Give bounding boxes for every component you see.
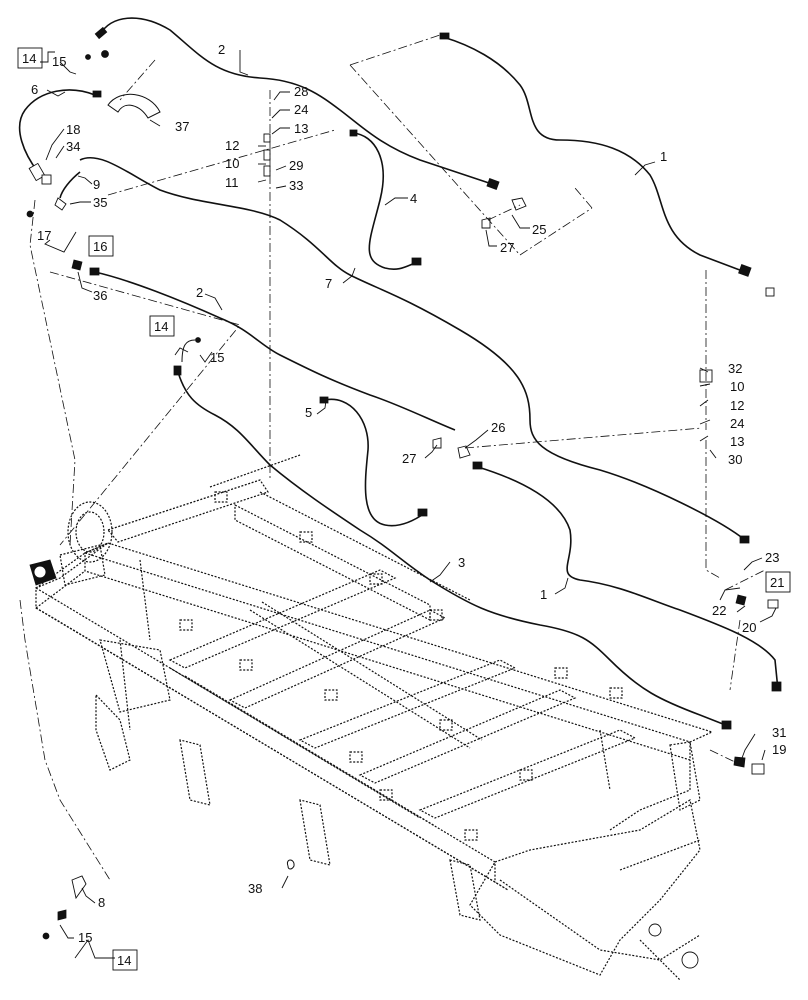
callout-19: 19 [772,742,786,757]
callout-37: 37 [175,119,189,134]
callout-22: 22 [712,603,726,618]
callout-12-upper: 12 [225,138,239,153]
callout-32: 32 [728,361,742,376]
hose-2-lower [94,271,456,431]
leader-lines [40,50,777,959]
hose-3 [177,371,729,727]
callout-36: 36 [93,288,107,303]
hose-7 [79,157,746,541]
callout-29: 29 [289,158,303,173]
callout-12-right: 12 [730,398,744,413]
callout-1-upper: 1 [660,149,667,164]
callout-24-upper: 24 [294,102,308,117]
ref-box-14-top: 14 [22,51,36,66]
callout-30: 30 [728,452,742,467]
boxed-references: 14 16 14 21 14 [17,47,791,971]
hose-5 [324,398,426,527]
callout-20: 20 [742,620,756,635]
callout-1-lower: 1 [540,587,547,602]
ref-box-16: 16 [93,239,107,254]
hose-1-upper [442,36,746,273]
hose-2-upper [99,17,496,186]
callout-17: 17 [37,228,51,243]
callout-5: 5 [305,405,312,420]
callout-28: 28 [294,84,308,99]
callout-4: 4 [410,191,417,206]
callout-7: 7 [325,276,332,291]
callout-13-upper: 13 [294,121,308,136]
part-38 [286,859,295,870]
assembly-lines [19,34,766,881]
callout-15-top: 15 [52,54,66,69]
callout-26: 26 [491,420,505,435]
callout-38: 38 [248,881,262,896]
callout-27-lower: 27 [402,451,416,466]
callout-31: 31 [772,725,786,740]
callout-8: 8 [98,895,105,910]
part-37-elbow [107,93,161,119]
chassis-frame [29,454,714,981]
callout-25: 25 [532,222,546,237]
callout-34: 34 [66,139,80,154]
ref-box-14-mid: 14 [154,319,168,334]
hose-4 [352,132,419,270]
ref-box-14-bottom: 14 [117,953,131,968]
hose-6 [18,89,96,173]
callout-13-right: 13 [730,434,744,449]
callout-labels: 2 1 6 37 28 24 13 12 10 11 29 33 18 34 9… [31,42,786,945]
callout-27-upper: 27 [500,240,514,255]
callout-11: 11 [225,175,239,190]
hose-1-lower [477,466,779,691]
callout-33: 33 [289,178,303,193]
callout-23: 23 [765,550,779,565]
callout-24-right: 24 [730,416,744,431]
callout-10-right: 10 [730,379,744,394]
callout-10-upper: 10 [225,156,239,171]
callout-2-upper: 2 [218,42,225,57]
callout-2-lower: 2 [196,285,203,300]
ref-box-21: 21 [770,575,784,590]
callout-15-bottom: 15 [78,930,92,945]
callout-6: 6 [31,82,38,97]
hose-9 [59,171,81,199]
callout-35: 35 [93,195,107,210]
callout-18: 18 [66,122,80,137]
callout-15-mid: 15 [210,350,224,365]
callout-3: 3 [458,555,465,570]
callout-9: 9 [93,177,100,192]
